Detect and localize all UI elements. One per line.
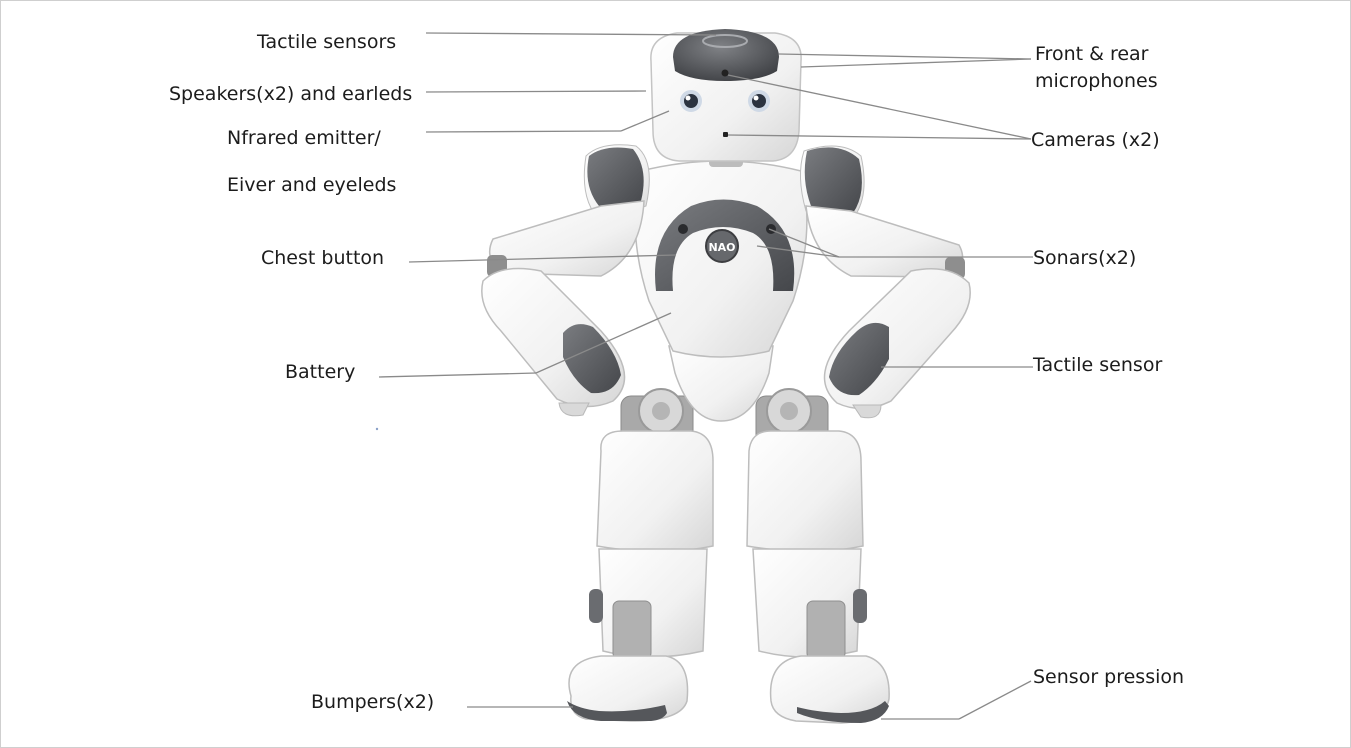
mouth-camera <box>723 132 728 137</box>
label-tactile-sensor: Tactile sensor <box>1033 353 1162 377</box>
label-tactile-sensors: Tactile sensors <box>257 30 396 54</box>
right-eye <box>750 92 768 110</box>
leader-speakers <box>426 91 646 92</box>
label-battery: Battery <box>285 360 355 384</box>
left-upper-arm <box>490 201 644 276</box>
label-infrared-line2: Eiver and eyeleds <box>227 173 396 197</box>
right-thigh <box>747 431 863 552</box>
leader-infrared <box>426 131 621 132</box>
label-microphones-line2: microphones <box>1035 69 1158 93</box>
leader-microphones-a <box>779 54 1031 59</box>
leader-microphones-b <box>801 59 1031 67</box>
label-speakers: Speakers(x2) and earleds <box>169 82 412 106</box>
nao-brand-text: NAO <box>708 241 735 254</box>
left-eye <box>682 92 700 110</box>
label-cameras: Cameras (x2) <box>1031 128 1160 152</box>
left-thigh <box>597 431 713 552</box>
label-sensor-pression: Sensor pression <box>1033 665 1184 689</box>
label-microphones-line1: Front & rear <box>1035 42 1149 66</box>
label-sonars: Sonars(x2) <box>1033 246 1136 270</box>
label-bumpers: Bumpers(x2) <box>311 690 434 714</box>
right-upper-arm <box>806 206 963 277</box>
leader-battery <box>379 373 536 377</box>
label-chest-button: Chest button <box>261 246 384 270</box>
label-infrared-line1: Nfrared emitter/ <box>227 126 381 150</box>
